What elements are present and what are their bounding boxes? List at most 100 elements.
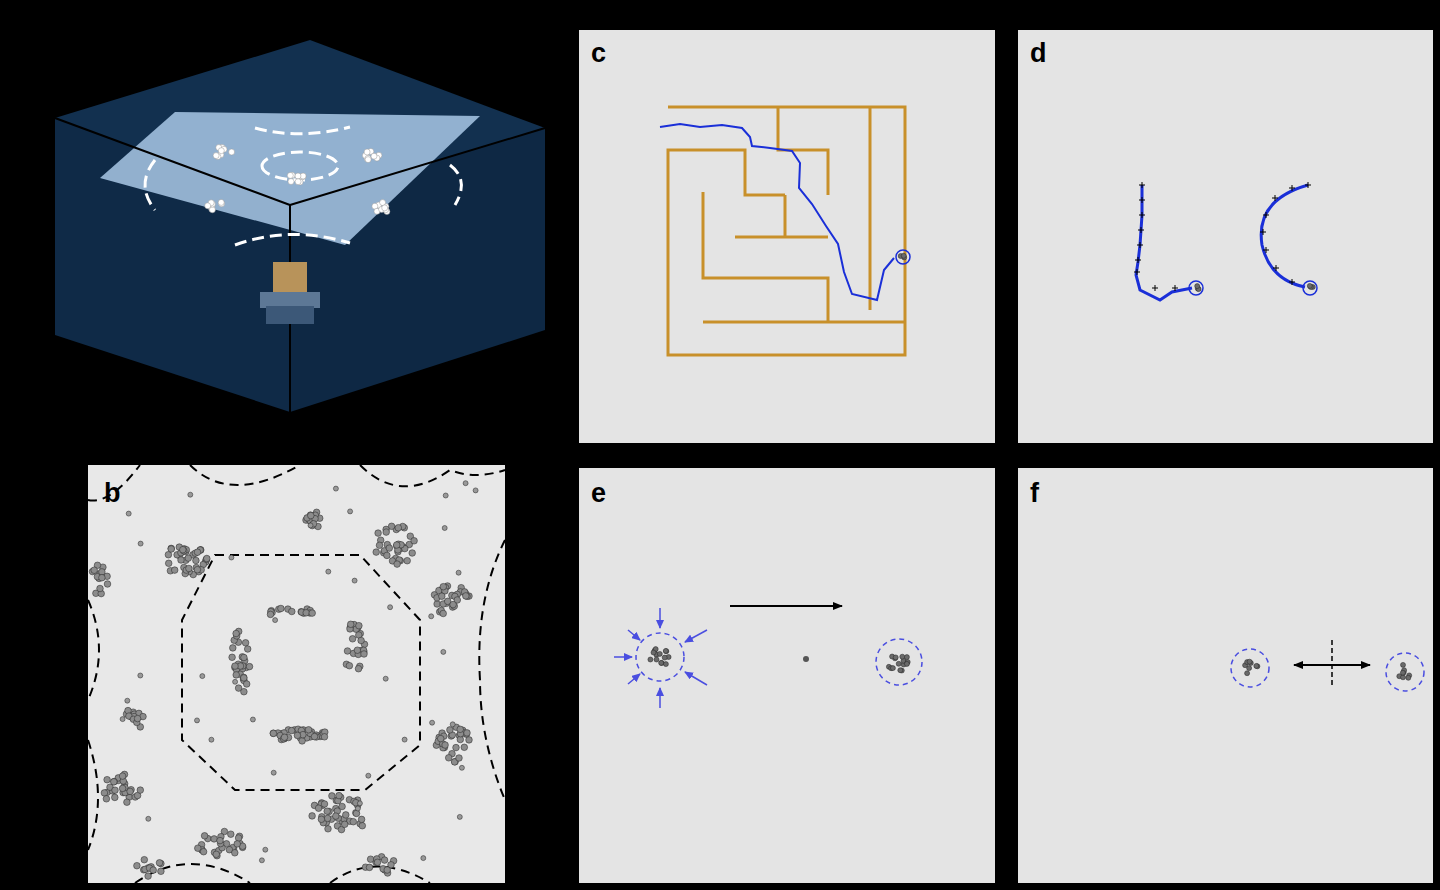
particle <box>311 733 318 740</box>
particle <box>232 850 239 857</box>
waypoint <box>1152 285 1158 291</box>
particle <box>442 742 449 749</box>
particle <box>463 481 468 486</box>
waypoint <box>1289 279 1295 285</box>
path-L <box>1136 185 1192 300</box>
particle <box>440 610 447 617</box>
particle <box>186 565 193 572</box>
waypoint <box>1289 185 1295 191</box>
particle <box>104 581 111 588</box>
particle <box>104 776 111 783</box>
cluster-marker <box>1231 649 1269 687</box>
particle <box>309 813 316 820</box>
particle <box>358 637 365 644</box>
particle <box>354 647 361 654</box>
particle <box>350 818 357 825</box>
particle <box>230 645 237 652</box>
particle <box>305 727 312 734</box>
waypoint <box>1263 212 1269 218</box>
particle <box>168 545 175 552</box>
waypoint <box>1139 212 1145 218</box>
particle <box>229 654 236 661</box>
particle <box>429 614 434 619</box>
particle <box>464 730 471 737</box>
particle <box>281 734 288 741</box>
particle <box>333 813 340 820</box>
split-arrow <box>1310 664 1370 666</box>
particle <box>178 557 185 564</box>
nodal-lines <box>88 465 505 883</box>
particle <box>200 848 207 855</box>
particle <box>357 801 362 806</box>
cluster-marker <box>1303 281 1317 295</box>
particle <box>395 525 402 532</box>
particle <box>127 788 134 795</box>
particle <box>447 727 454 734</box>
particle <box>901 253 906 258</box>
particle <box>366 864 373 871</box>
panel-label: d <box>1030 40 1047 67</box>
particle <box>99 574 106 581</box>
particle <box>803 656 809 662</box>
particle <box>348 509 353 514</box>
waypoint <box>1135 257 1141 263</box>
cluster-marker <box>1189 281 1203 295</box>
particle <box>333 486 338 491</box>
particle <box>463 593 470 600</box>
particle <box>273 618 278 623</box>
particle <box>1307 283 1312 288</box>
particle <box>213 153 219 159</box>
particle <box>146 816 151 821</box>
particle <box>246 663 253 670</box>
particle <box>355 806 360 811</box>
particle <box>441 649 446 654</box>
particle <box>893 655 898 660</box>
particle <box>229 555 234 560</box>
particle <box>287 172 293 178</box>
particle <box>218 199 224 205</box>
particle <box>402 737 407 742</box>
waypoint <box>1139 197 1145 203</box>
particle <box>359 822 366 829</box>
particle <box>232 663 239 670</box>
particle <box>325 826 332 833</box>
particle <box>243 681 250 688</box>
particle <box>411 538 418 545</box>
particle <box>97 585 104 592</box>
particle <box>890 666 895 671</box>
panel-label: b <box>104 480 121 507</box>
panel-label: c <box>591 40 606 67</box>
particle <box>365 157 371 163</box>
particle <box>344 648 351 655</box>
particle <box>194 549 201 556</box>
particle <box>384 552 391 559</box>
particle <box>204 555 211 562</box>
particle <box>137 787 144 794</box>
particle <box>434 601 441 608</box>
particle <box>383 529 390 536</box>
particle <box>201 833 208 840</box>
particle <box>373 549 380 556</box>
particle <box>241 688 248 695</box>
maze-walls <box>668 107 905 355</box>
particle <box>383 676 388 681</box>
particle <box>91 567 98 574</box>
particle <box>456 755 463 762</box>
particle <box>381 857 388 864</box>
particle <box>371 153 377 159</box>
particle <box>904 655 909 660</box>
panel-f <box>1018 468 1433 883</box>
particle <box>101 790 108 797</box>
particle <box>124 799 131 806</box>
particle <box>346 662 353 669</box>
particle <box>165 560 172 567</box>
particle <box>388 605 393 610</box>
particle <box>112 794 119 801</box>
particle <box>185 555 192 562</box>
waypoint <box>1137 242 1143 248</box>
particle <box>309 610 316 617</box>
particle <box>324 808 331 815</box>
robot-path <box>660 124 894 300</box>
particle <box>234 841 241 848</box>
particle <box>651 650 656 655</box>
